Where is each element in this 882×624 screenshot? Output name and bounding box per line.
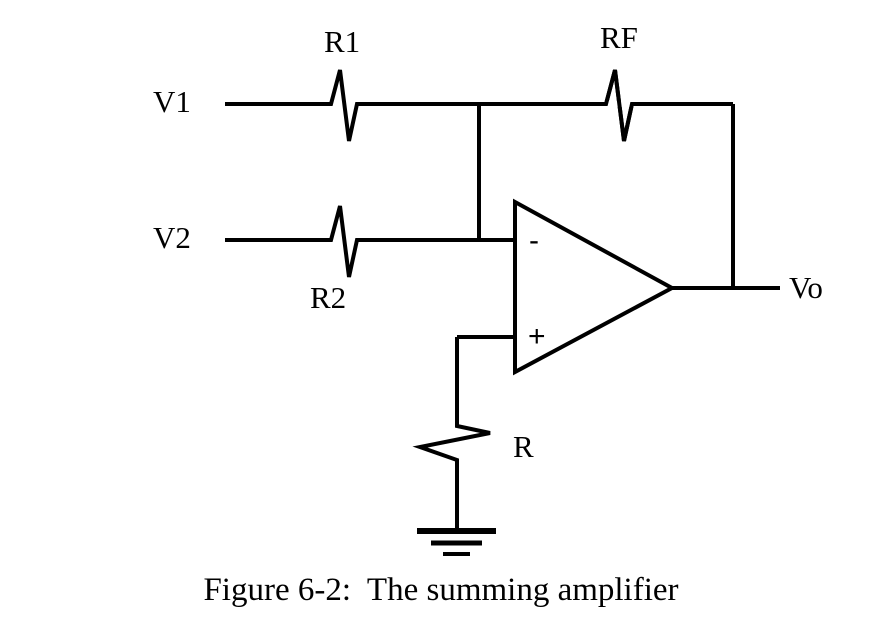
label-r1: R1 [324,24,361,59]
label-r2: R2 [310,280,347,315]
label-v1: V1 [153,84,191,119]
resistor-r1-symbol [323,69,365,142]
resistor-r-symbol [412,419,491,467]
opamp-triangle [513,198,677,376]
label-noninverting-input-sign: + [528,320,546,353]
label-inverting-input-sign: - [529,224,539,257]
resistor-r2-symbol [323,205,365,278]
label-r: R [513,429,534,464]
label-rf: RF [600,20,638,55]
label-v2: V2 [153,220,191,255]
resistor-rf-symbol-overlay [598,69,640,142]
label-vo: Vo [789,270,823,305]
figure-caption: Figure 6-2: The summing amplifier [203,572,679,608]
